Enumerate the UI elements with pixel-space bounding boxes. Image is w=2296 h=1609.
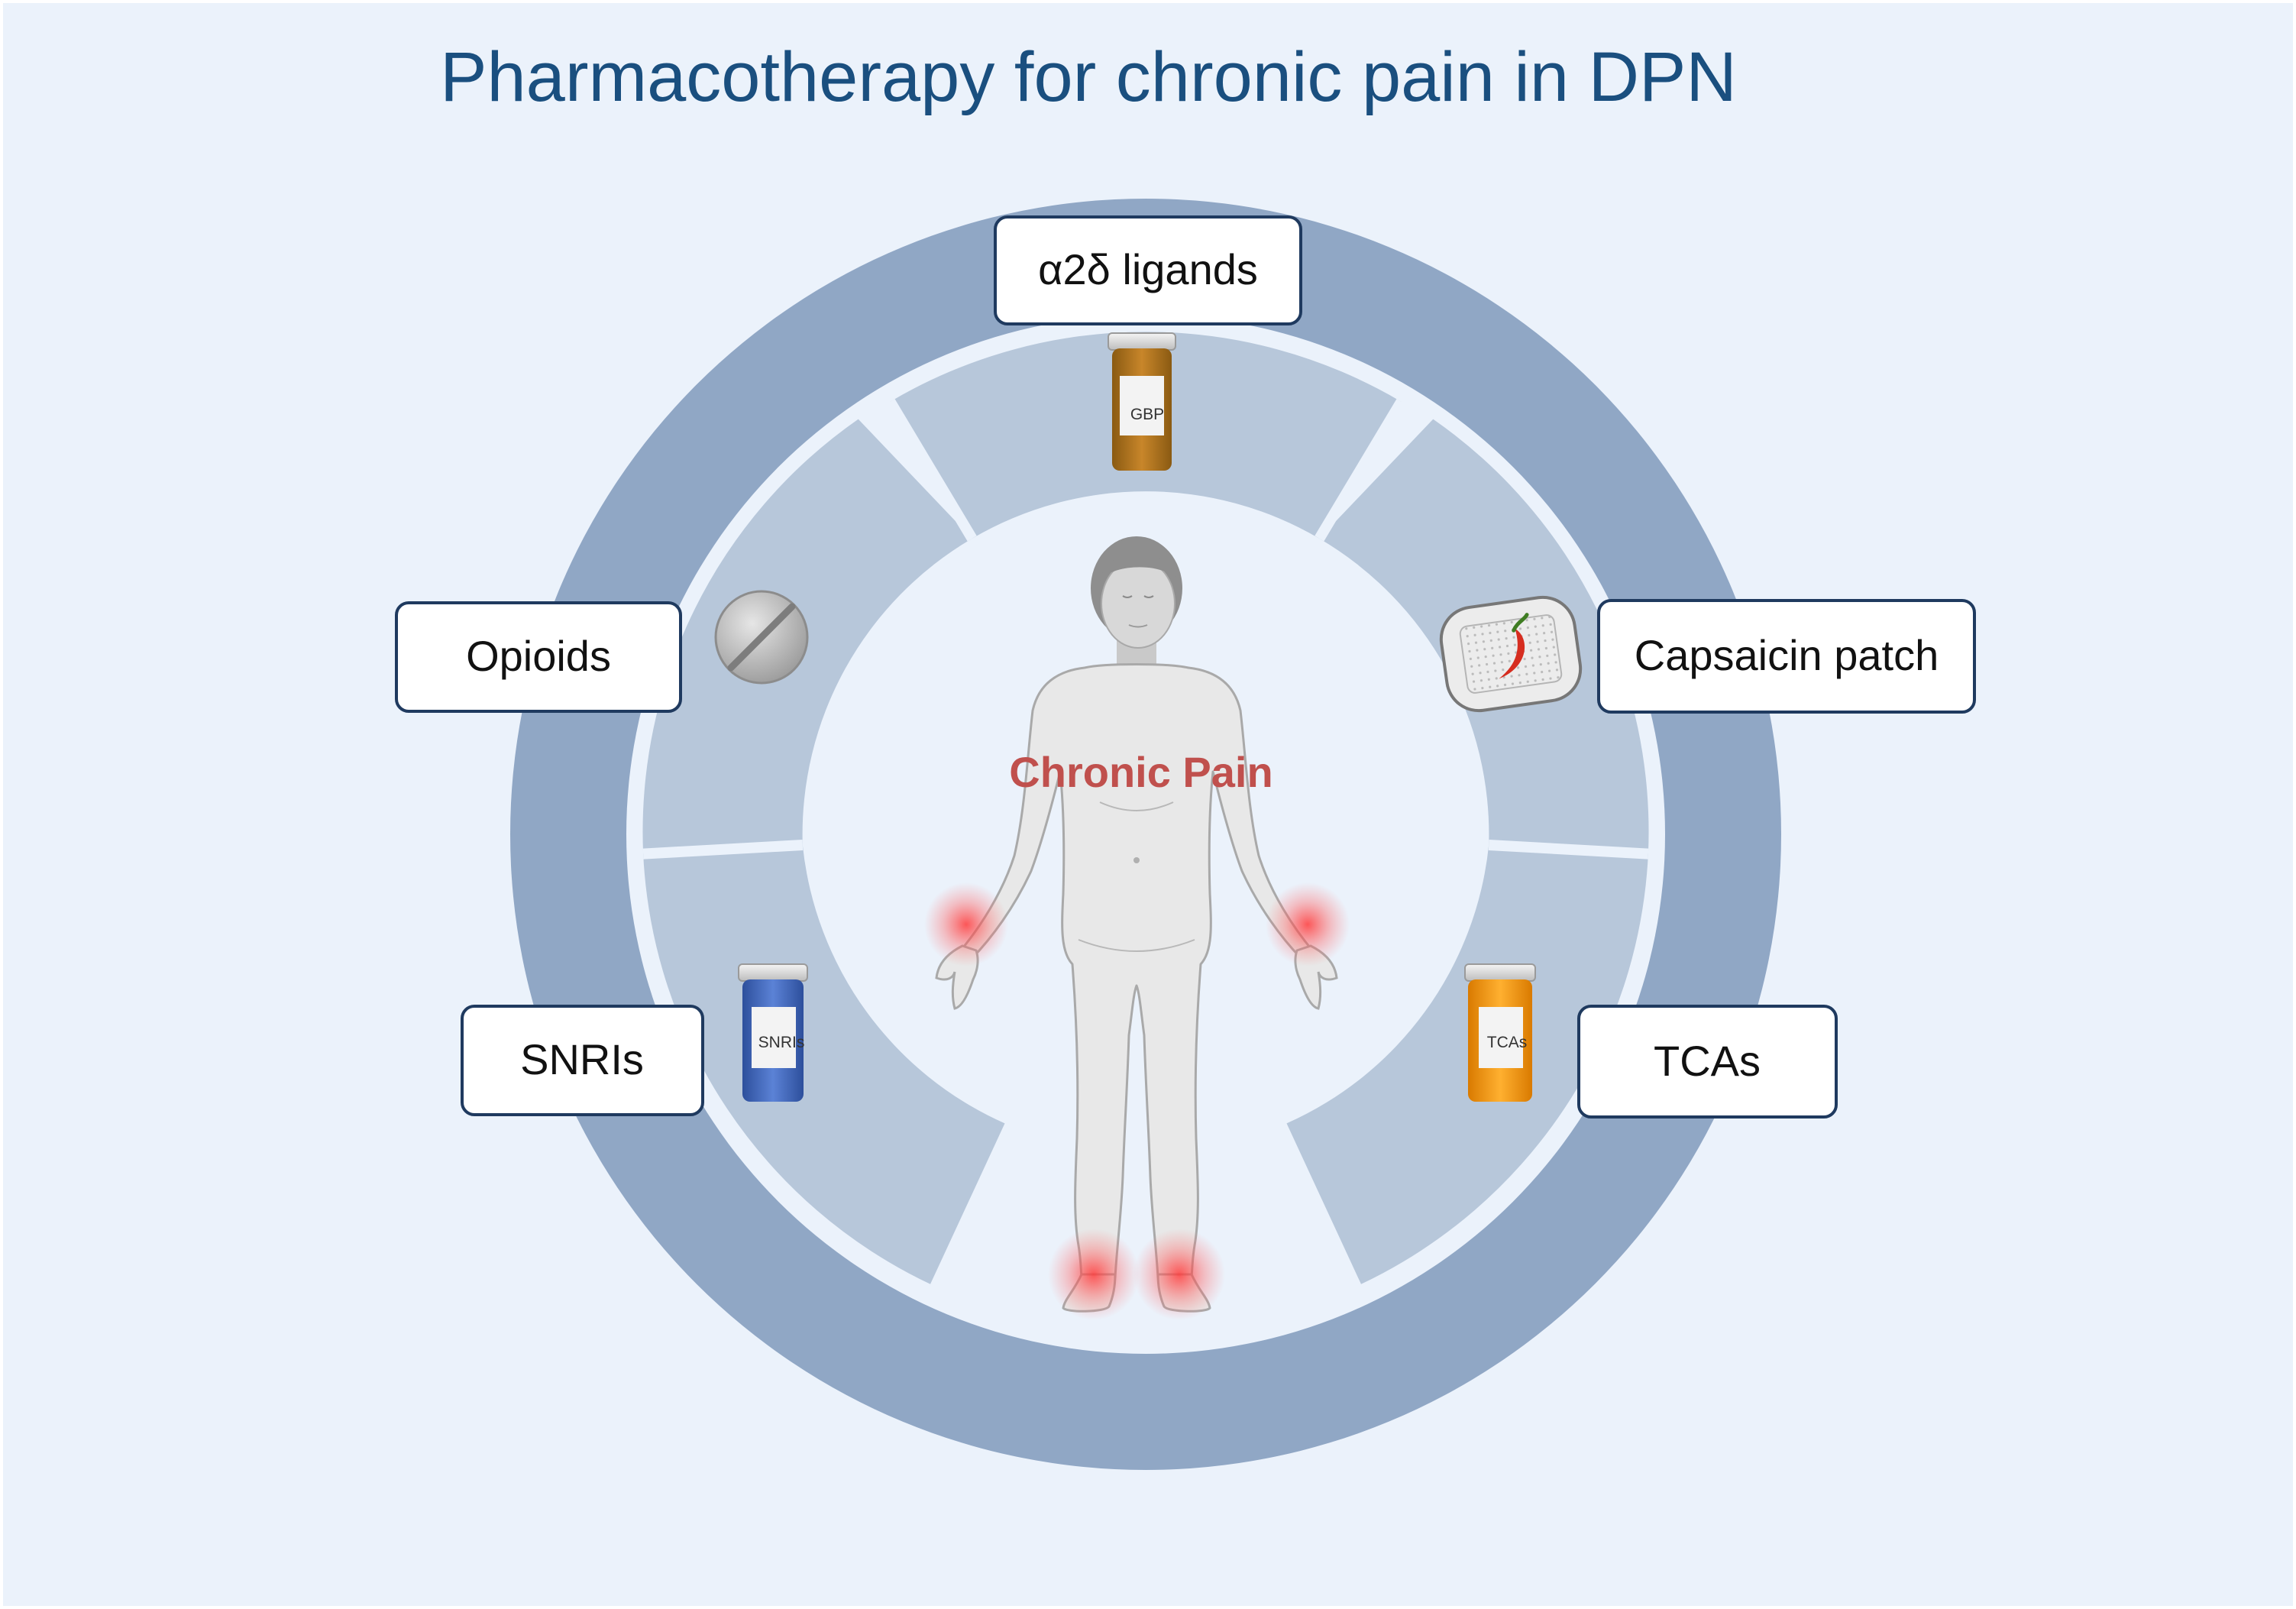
bottle-label-tcas: TCAs xyxy=(1487,1034,1528,1051)
pain-glow-right-foot xyxy=(1048,1229,1140,1320)
segment-left-lower xyxy=(643,845,1005,1284)
label-tcas: TCAs xyxy=(1654,1037,1761,1085)
label-box-alpha2delta: α2δ ligands xyxy=(994,215,1302,325)
segment-right-lower xyxy=(1286,845,1648,1284)
label-box-capsaicin: Capsaicin patch xyxy=(1597,599,1976,714)
pain-markers xyxy=(924,882,1350,1320)
label-snris: SNRIs xyxy=(520,1035,644,1083)
label-box-snris: SNRIs xyxy=(461,1005,704,1116)
capsaicin-patch-icon xyxy=(1439,595,1583,713)
bottle-label-gbp: GBP xyxy=(1130,406,1164,423)
label-box-tcas: TCAs xyxy=(1577,1005,1838,1119)
label-opioids: Opioids xyxy=(466,632,611,680)
human-body-figure xyxy=(935,536,1338,1313)
label-capsaicin-patch: Capsaicin patch xyxy=(1635,631,1939,679)
pill-bottle-icon: SNRIs xyxy=(738,963,808,1102)
pain-glow-right-hand xyxy=(924,882,1008,966)
segment-dividers xyxy=(642,399,1649,860)
label-alpha2delta-ligands: α2δ ligands xyxy=(1038,245,1258,293)
pain-glow-left-hand xyxy=(1266,882,1350,966)
bottle-label-snris: SNRIs xyxy=(758,1034,805,1051)
tablet-icon xyxy=(714,590,809,685)
center-label: Chronic Pain xyxy=(1009,748,1273,796)
pill-bottle-icon: GBP xyxy=(1108,332,1176,471)
pill-bottle-icon: TCAs xyxy=(1464,963,1536,1102)
diagram-title: Pharmacotherapy for chronic pain in DPN xyxy=(440,38,1737,116)
pain-glow-left-foot xyxy=(1133,1229,1225,1320)
label-box-opioids: Opioids xyxy=(395,601,682,713)
